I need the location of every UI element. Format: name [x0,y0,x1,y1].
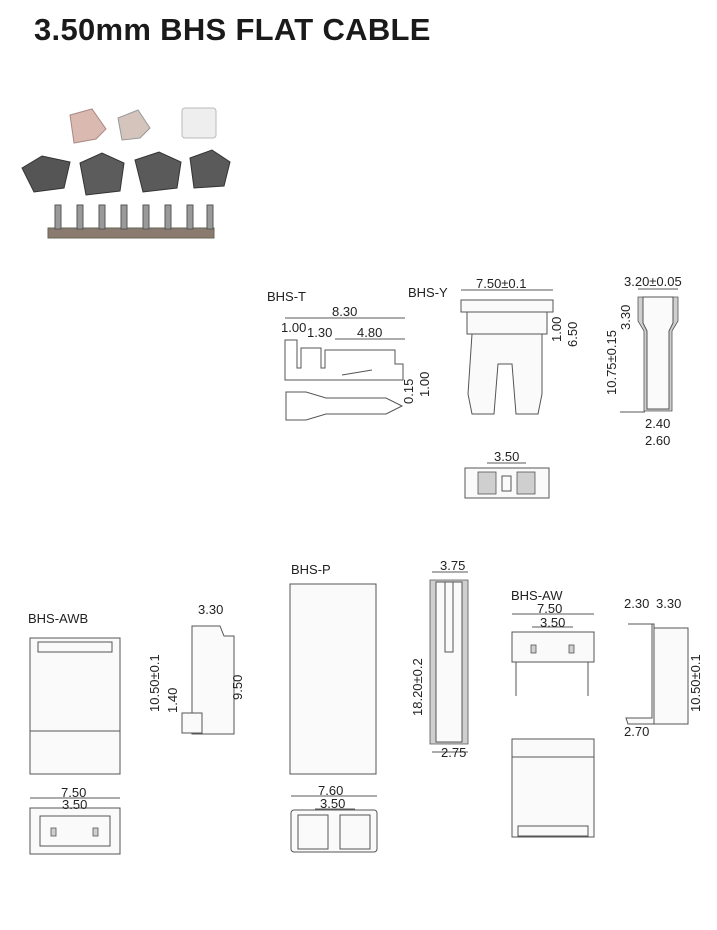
dim-bhs-aw-b: 3.30 [656,596,681,611]
dim-bhs-t-b: 1.30 [307,325,332,340]
dim-bhs-y-side-height: 10.75±0.15 [604,330,619,395]
dim-bhs-p-bottom: 2.75 [441,745,466,760]
product-photo [21,107,231,239]
dim-bhs-aw-pitch: 3.50 [540,615,565,630]
dim-bhs-awb-depth: 3.30 [198,602,223,617]
bhs-y-side-drawing: 3.20±0.05 3.30 10.75±0.15 2.40 2.60 [604,274,682,448]
dim-bhs-y-width: 7.50±0.1 [476,276,527,291]
dim-bhs-t-height: 1.00 [417,372,432,397]
dim-bhs-aw-a: 2.30 [624,596,649,611]
bhs-t-drawing: BHS-T 8.30 1.00 1.30 4.80 0.15 1.00 [267,289,432,421]
dim-bhs-t-c: 4.80 [357,325,382,340]
bhs-awb-label: BHS-AWB [28,611,88,626]
bhs-y-drawing: BHS-Y 7.50±0.1 1.00 6.50 3.50 [408,276,580,499]
bhs-p-label: BHS-P [291,562,331,577]
dim-bhs-y-pitch: 3.50 [494,449,519,464]
dim-bhs-y-side-b: 2.40 [645,416,670,431]
dim-bhs-t-thick: 0.15 [401,379,416,404]
dim-bhs-p-width: 7.60 [318,783,343,798]
dim-bhs-awb-a: 1.40 [165,688,180,713]
bhs-aw-label: BHS-AW [511,588,563,603]
dim-bhs-aw-c: 2.70 [624,724,649,739]
dim-bhs-aw-width: 7.50 [537,601,562,616]
bhs-p-drawing: BHS-P 3.75 18.20±0.2 2.75 7.60 3.50 [289,558,469,853]
dim-bhs-y-side-c: 2.60 [645,433,670,448]
dim-bhs-y-side-a: 3.30 [618,305,633,330]
bhs-y-label: BHS-Y [408,285,448,300]
dim-bhs-p-height: 18.20±0.2 [410,658,425,716]
dim-bhs-awb-height: 10.50±0.1 [147,654,162,712]
dim-bhs-y-a: 1.00 [549,317,564,342]
dim-bhs-y-b: 6.50 [565,322,580,347]
bhs-awb-drawing: BHS-AWB 3.30 10.50±0.1 1.40 9.50 7.50 3.… [28,602,245,855]
dim-bhs-y-side-top: 3.20±0.05 [624,274,682,289]
dim-bhs-t-length: 8.30 [332,304,357,319]
dim-bhs-t-a: 1.00 [281,320,306,335]
page-title: 3.50mm BHS FLAT CABLE [34,12,431,47]
dim-bhs-awb-pitch: 3.50 [62,797,87,812]
dim-bhs-p-pitch: 3.50 [320,796,345,811]
dim-bhs-aw-height: 10.50±0.1 [688,654,703,712]
bhs-aw-drawing: BHS-AW 7.50 3.50 2.30 3.30 10.50±0.1 2.7… [511,588,703,838]
bhs-t-label: BHS-T [267,289,306,304]
dim-bhs-awb-width: 7.50 [61,785,86,800]
dim-bhs-awb-b: 9.50 [230,675,245,700]
dim-bhs-p-top: 3.75 [440,558,465,573]
